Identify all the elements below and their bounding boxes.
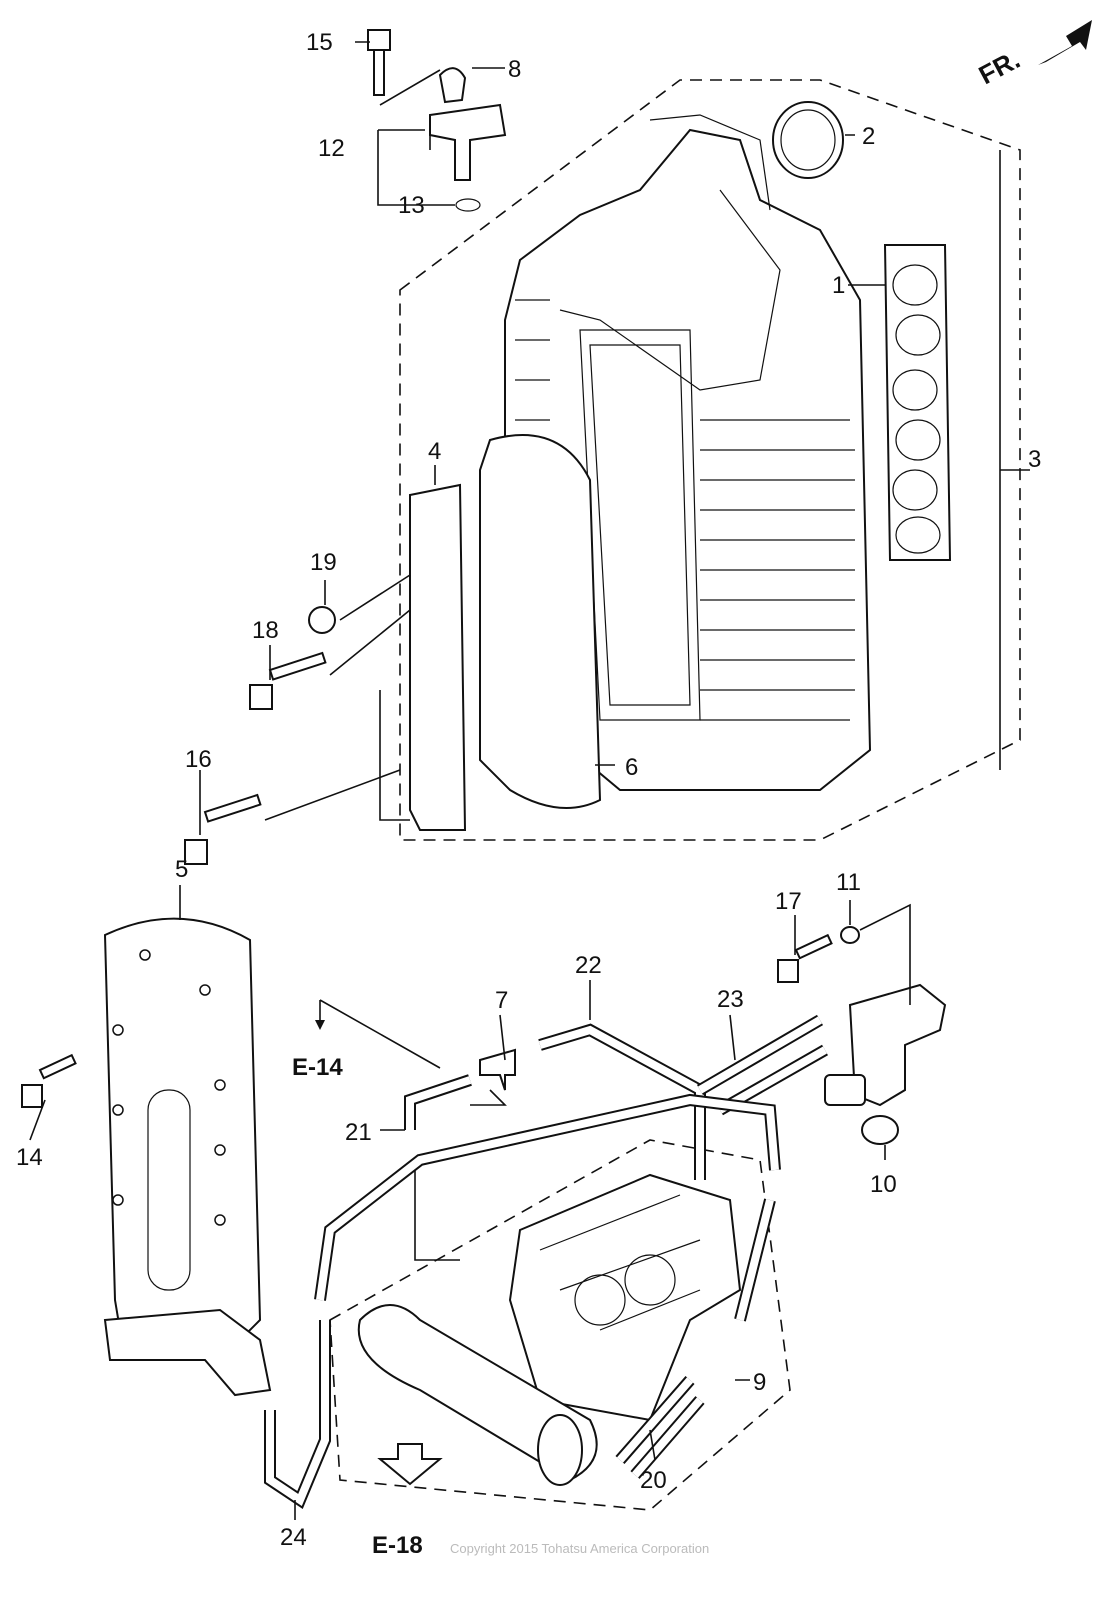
gasket-strip	[409, 483, 467, 831]
callout-23: 23	[717, 986, 744, 1013]
callout-19: 19	[310, 549, 337, 576]
callout-16: 16	[185, 746, 212, 773]
callout-24: 24	[280, 1524, 307, 1551]
callout-12: 12	[318, 135, 345, 162]
callout-7: 7	[495, 987, 508, 1014]
bolt	[21, 1053, 77, 1108]
reference-e18[interactable]: E-18	[372, 1532, 423, 1559]
callout-21: 21	[345, 1119, 372, 1146]
callout-22: 22	[575, 952, 602, 979]
callout-leader-lines	[29, 41, 886, 1520]
callout-1: 1	[832, 272, 845, 299]
manifold-gasket	[883, 244, 952, 561]
cover-plate	[103, 917, 272, 1397]
pressure-sensor	[429, 67, 507, 212]
callout-20: 20	[640, 1467, 667, 1494]
throttle-boundary	[329, 1139, 791, 1511]
callout-17: 17	[775, 888, 802, 915]
bolt	[249, 651, 327, 710]
hoses	[264, 1014, 828, 1510]
front-direction-indicator: FR.	[974, 20, 1092, 90]
reference-e14[interactable]: E-14	[292, 1054, 343, 1081]
o-ring-seal	[772, 101, 844, 179]
callout-4: 4	[428, 438, 441, 465]
down-arrow-icon	[377, 1443, 443, 1486]
seal-gasket	[479, 434, 602, 809]
reference-line	[319, 999, 507, 1106]
callout-13: 13	[398, 192, 425, 219]
throttle-body	[357, 1173, 742, 1486]
assembly-line	[379, 690, 410, 821]
front-label: FR.	[974, 44, 1025, 90]
assembly-line	[264, 574, 411, 821]
callout-9: 9	[753, 1369, 766, 1396]
bolt	[777, 933, 833, 983]
washer	[840, 926, 860, 944]
assembly-boundary	[399, 79, 1021, 841]
callout-6: 6	[625, 754, 638, 781]
bolt	[184, 793, 262, 865]
callout-2: 2	[862, 123, 875, 150]
callout-15: 15	[306, 29, 333, 56]
bracket-line	[999, 150, 1030, 770]
front-arrow-icon	[1038, 20, 1092, 65]
callout-3: 3	[1028, 446, 1041, 473]
copyright-notice: Copyright 2015 Tohatsu America Corporati…	[450, 1541, 709, 1556]
nut	[308, 606, 336, 634]
callout-11: 11	[836, 869, 861, 896]
callout-8: 8	[508, 56, 521, 83]
callout-5: 5	[175, 856, 188, 883]
arrowhead-icon	[315, 1020, 325, 1030]
assembly-line	[859, 903, 911, 1005]
callout-18: 18	[252, 617, 279, 644]
solenoid-valve	[824, 983, 947, 1145]
intake-manifold	[504, 114, 872, 791]
callout-14: 14	[16, 1144, 43, 1171]
bolt	[367, 29, 391, 96]
assembly-line	[414, 1170, 460, 1261]
callout-10: 10	[870, 1171, 897, 1198]
